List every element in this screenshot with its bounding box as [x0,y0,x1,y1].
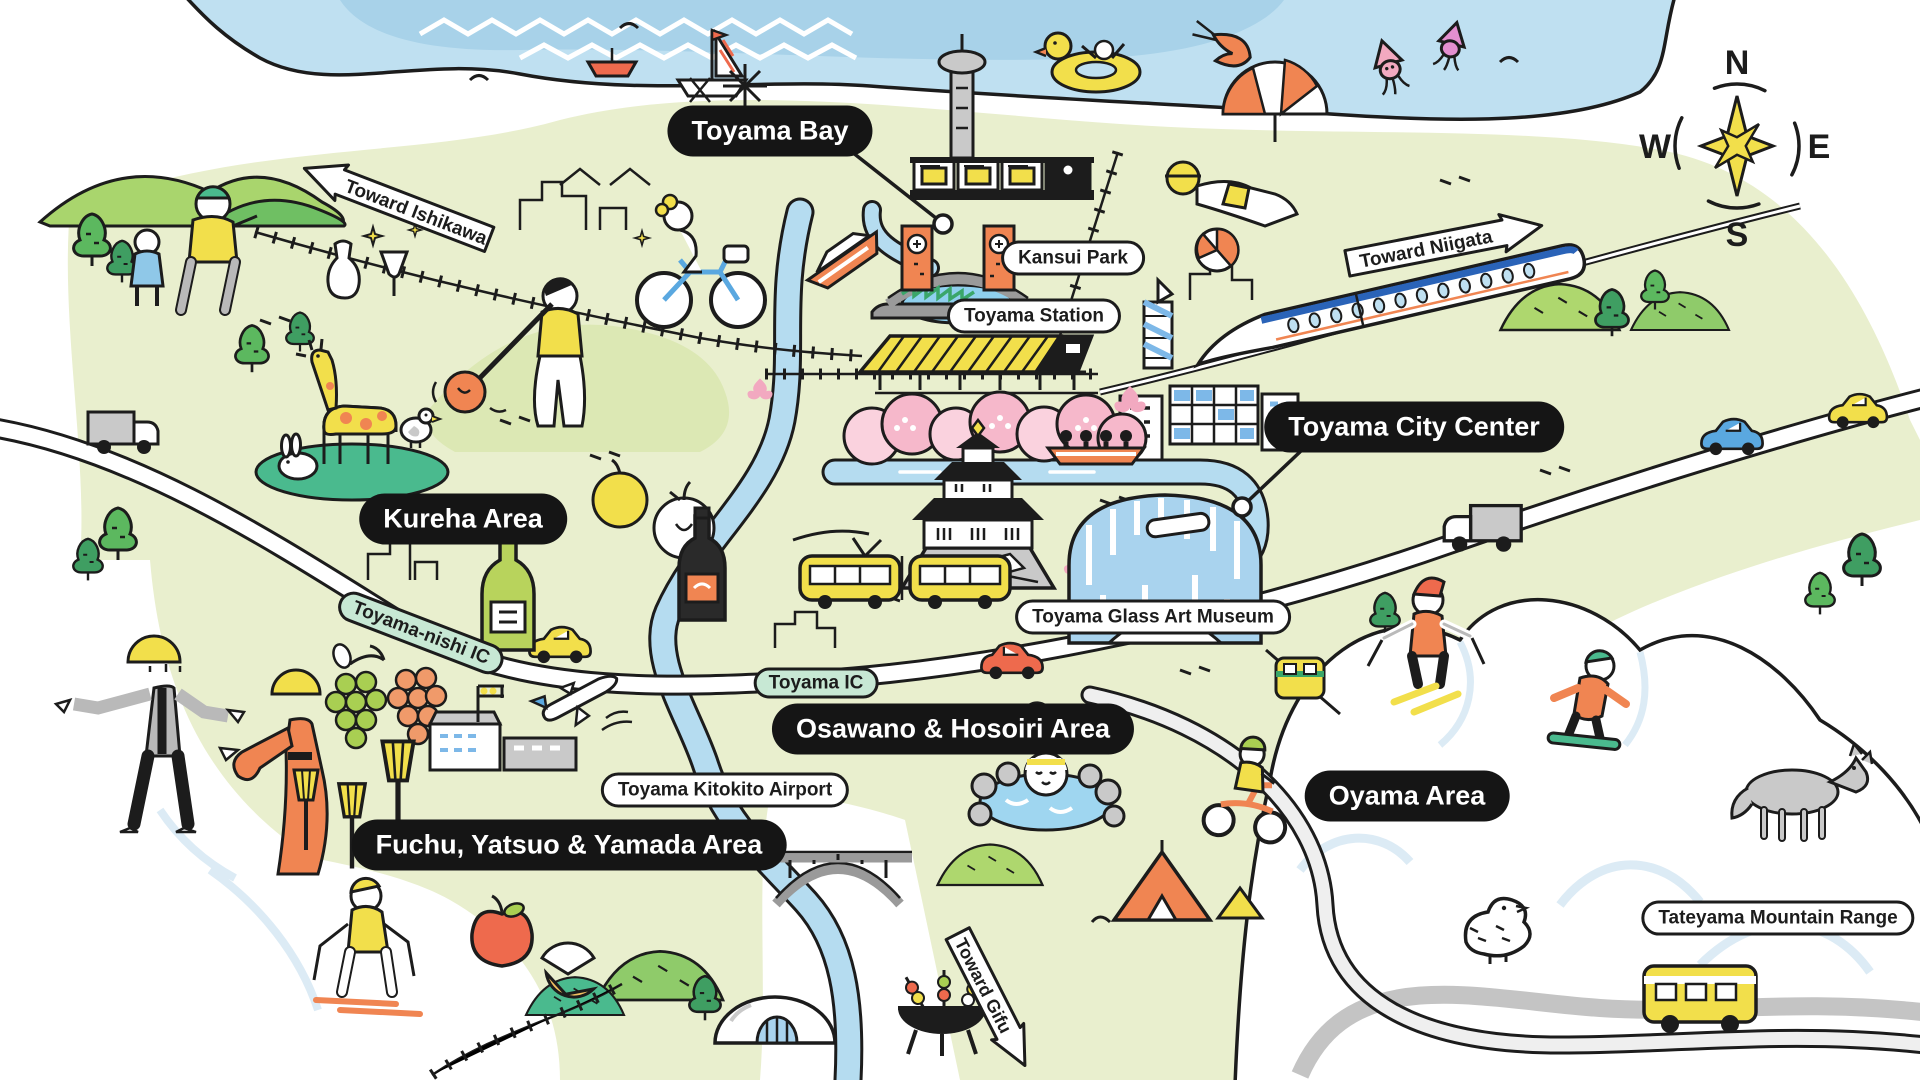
compass-icon: N E S W [1639,44,1830,254]
toyama-bay-sea [186,0,1676,121]
pear-slices-icon [539,941,599,999]
campsite-icon [1090,840,1265,924]
place-label-glass-art-museum[interactable]: Toyama Glass Art Museum [1015,599,1291,635]
area-label-fuchu-yatsuo-yamada[interactable]: Fuchu, Yatsuo & Yamada Area [351,819,787,871]
toyama-station-icon [856,334,1095,390]
sailboat-icon [675,28,749,103]
bonbori-lanterns-icon [292,739,416,869]
snowboarder-icon [1546,649,1630,751]
cyclist-icon [633,193,767,329]
city-tower-icon [1142,276,1175,370]
firefly-squid-icons [1372,19,1467,96]
beach-bather-icon [1165,58,1329,273]
dinghy-icon [585,48,639,78]
airport-icon [427,674,633,772]
cherry-blossoms [747,378,1148,575]
glassblower-icon [431,277,587,428]
sparkle-icon [723,64,767,108]
owara-dancers-icon [53,634,329,876]
snow-shading [156,807,322,1012]
sign-toward-gifu: Toward Gifu [934,921,1047,1084]
place-label-kitokito-airport[interactable]: Toyama Kitokito Airport [600,772,850,808]
place-label-toyama-station[interactable]: Toyama Station [946,298,1122,334]
arrow-right-shape [944,926,1027,1068]
area-label-oyama-area[interactable]: Oyama Area [1304,770,1510,822]
area-label-kureha-area[interactable]: Kureha Area [359,493,567,545]
rabbit-icon [277,432,319,481]
dark-bottle-icon [677,506,727,622]
tram-icon [792,529,1012,609]
arrow-left-shape [302,163,496,253]
bird-icon [399,407,443,448]
dancer-happi [53,634,247,834]
compass-south: S [1726,216,1749,254]
area-label-osawano-hosoiri[interactable]: Osawano & Hosoiri Area [771,703,1135,755]
place-label-kansui-park[interactable]: Kansui Park [1001,240,1145,276]
compass-west: W [1639,128,1672,166]
wolf-icon [1730,741,1874,842]
area-label-toyama-bay[interactable]: Toyama Bay [667,105,873,157]
shinkansen-icon [1193,243,1587,369]
gorge-bridge-icon [764,850,912,908]
apple-red-icon [470,894,534,968]
area-label-toyama-city-center[interactable]: Toyama City Center [1264,401,1564,453]
dome-cottage-icon [713,995,837,1045]
bbq-grill-icon [898,970,986,1056]
dancer-kimono [217,668,329,876]
skier-icon [312,876,423,1017]
sake-set-icon [326,222,422,300]
jinzu-river [648,197,864,1080]
ski-jumper-icon [1366,576,1486,716]
compass-east: E [1808,128,1831,166]
leader-lines [850,150,1304,518]
arrow-right-shape [1343,213,1544,278]
shrimp-icon [1192,20,1252,68]
compass-north: N [1725,44,1750,82]
duck-float-icon [1032,31,1142,94]
onsen-icon [967,701,1126,832]
sign-toward-niigata: Toward Niigata [1339,203,1554,289]
trike-rider-icon [1201,735,1288,845]
funicular-icon [1265,648,1341,716]
ic-label-toyama[interactable]: Toyama IC [753,667,879,699]
old-town-icon [910,157,1094,200]
rowboat-icon [1045,430,1147,466]
family-icon [129,185,258,316]
place-label-tateyama-range[interactable]: Tateyama Mountain Range [1641,900,1915,936]
sightseeing-boat-icon [804,229,879,290]
bus-icon [1642,964,1758,1033]
port-tower-icon [937,34,987,160]
giraffe-icon [295,338,398,464]
apple-yellow-icon [591,458,649,529]
tateyama-snow-area [1233,598,1920,1080]
grapes-icon [324,643,448,750]
ptarmigan-icon [1463,896,1532,964]
